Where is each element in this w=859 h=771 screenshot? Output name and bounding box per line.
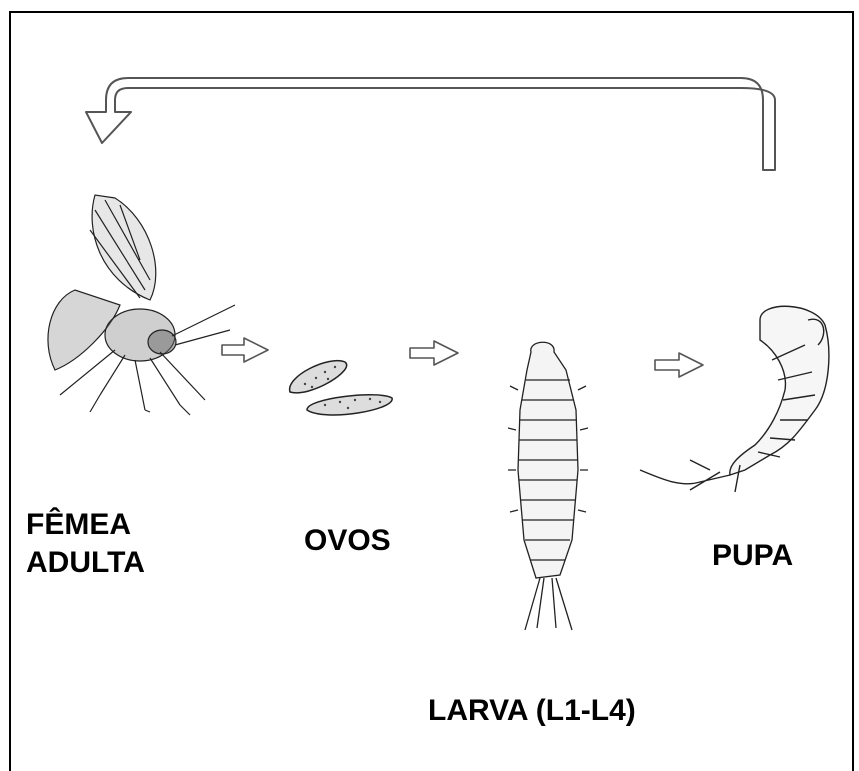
arrow-eggs-to-larva [410,341,458,365]
arrow-larva-to-pupa [655,353,703,377]
label-adult-female: FÊMEA ADULTA [26,506,145,582]
pupa-illustration [640,306,829,492]
larva-illustration [508,342,588,630]
label-larva: LARVA (L1-L4) [428,692,636,730]
label-pupa: PUPA [712,537,793,575]
cycle-return-arrow [86,78,775,170]
adult-female-illustration [48,195,235,415]
arrow-adult-to-eggs [222,338,268,362]
eggs-illustration [290,361,393,415]
label-adult-female-line2: ADULTA [26,544,145,582]
label-eggs: OVOS [304,522,391,560]
label-adult-female-line1: FÊMEA [26,506,145,544]
